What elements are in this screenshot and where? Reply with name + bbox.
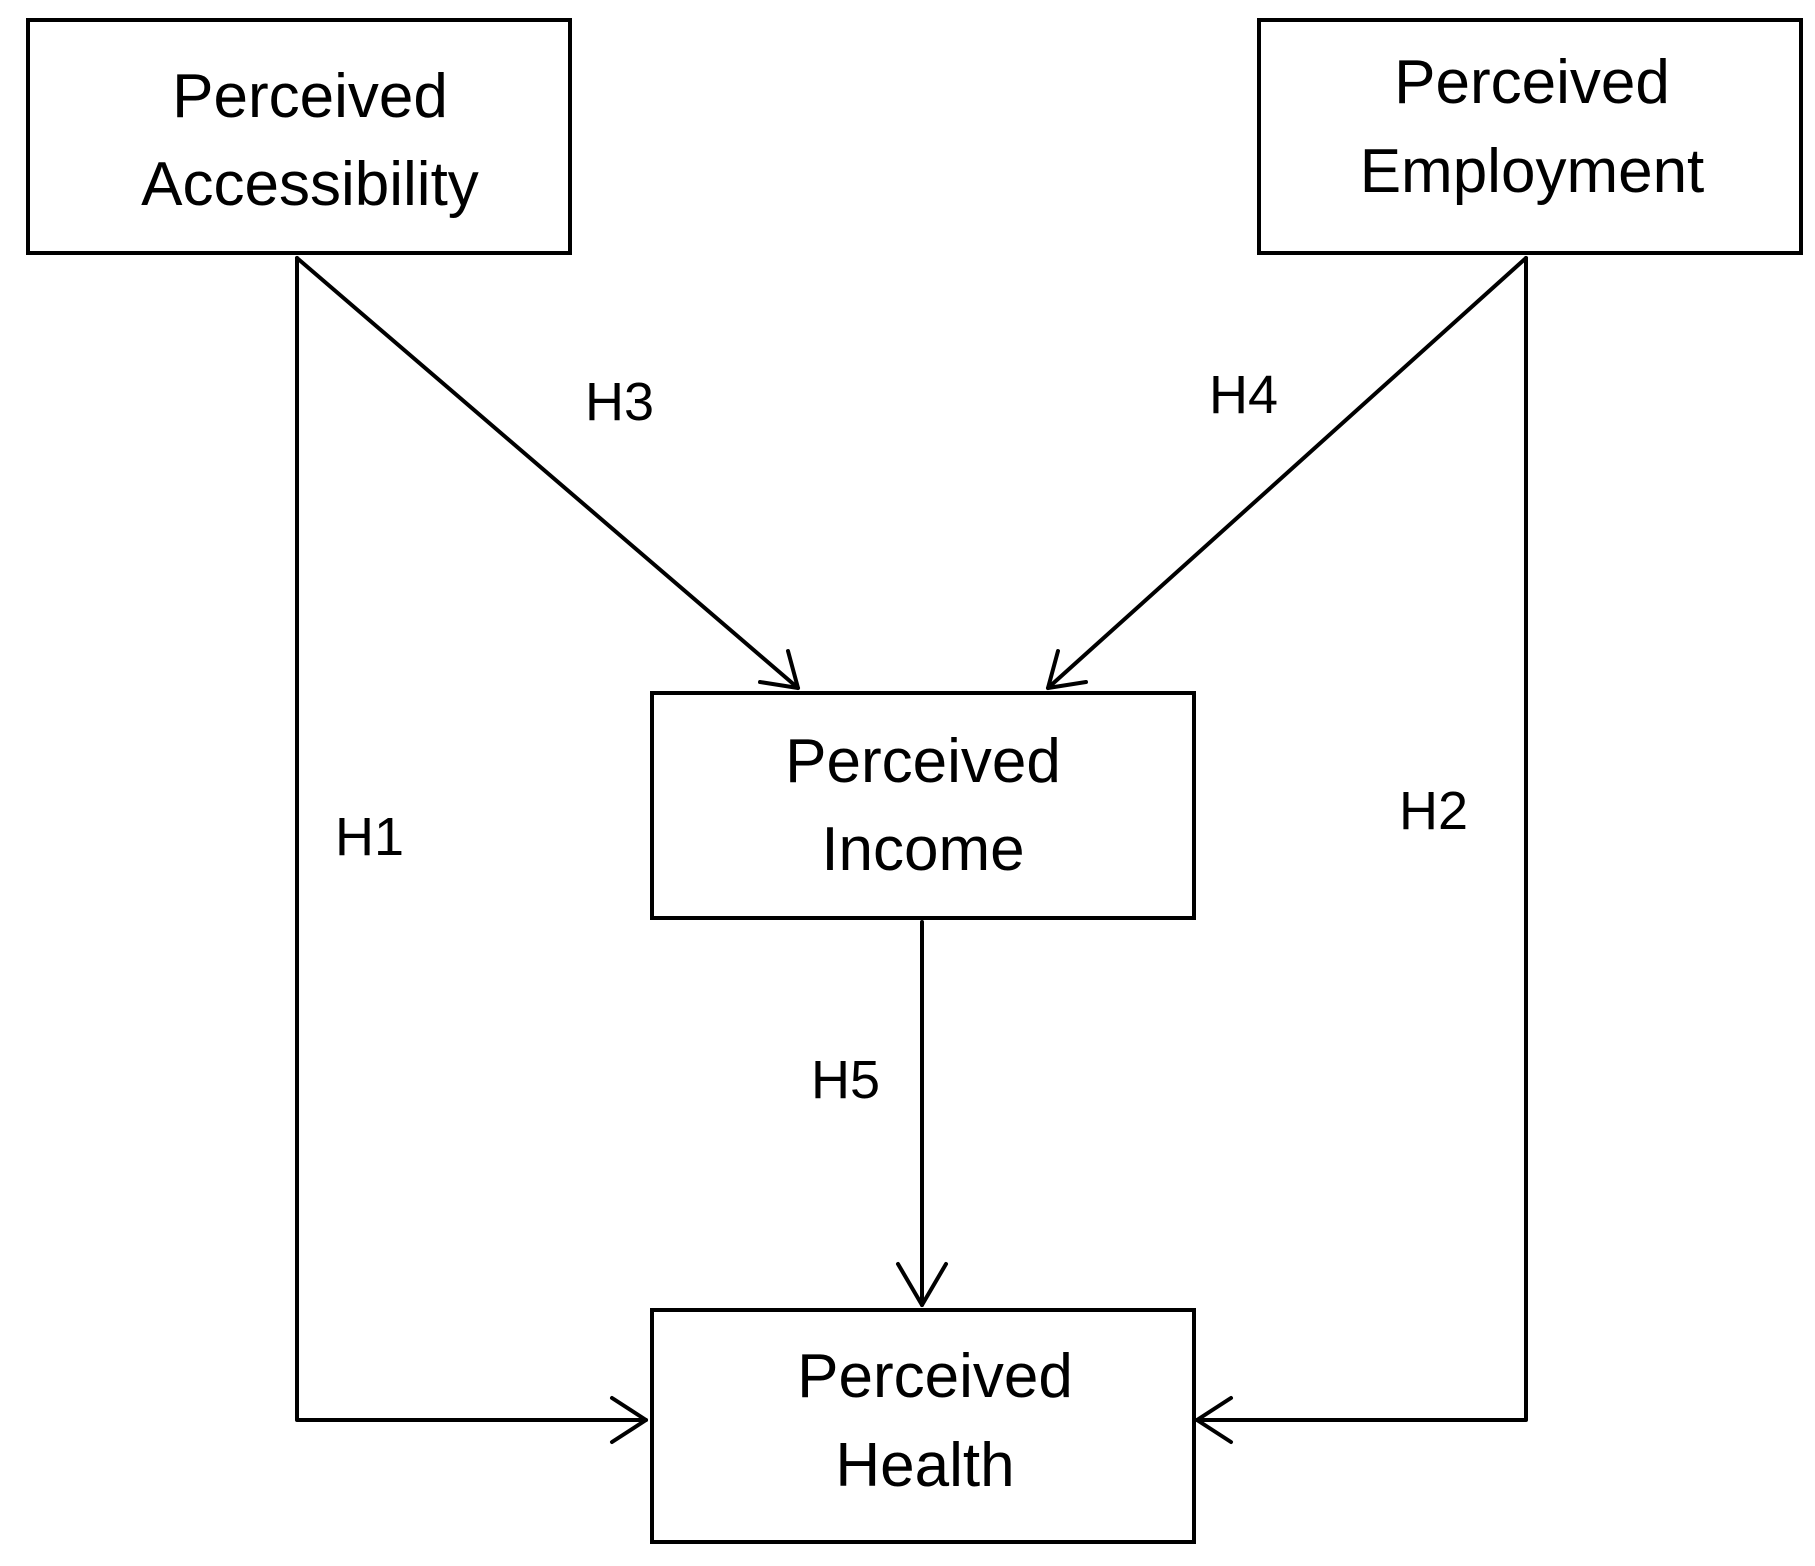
edge-label-h1: H1 (335, 807, 404, 867)
node-box (26, 18, 572, 255)
edges (295, 256, 1528, 1444)
node-perceived-accessibility: Perceived Accessibility (26, 18, 572, 255)
arrowhead-h3 (758, 649, 800, 690)
node-label-line2: Health (835, 1431, 1014, 1500)
edge-h3 (295, 256, 800, 690)
edge-h2 (1195, 256, 1528, 1422)
node-label-line1: Perceived (172, 62, 448, 131)
node-label-line2: Employment (1360, 137, 1705, 206)
node-label-line2: Accessibility (141, 150, 479, 219)
node-perceived-employment: Perceived Employment (1257, 18, 1803, 255)
node-box (650, 691, 1196, 920)
node-label-line1: Perceived (785, 727, 1061, 796)
node-perceived-income: Perceived Income (650, 691, 1196, 920)
node-box (1257, 18, 1803, 255)
arrowhead-h5 (896, 1262, 948, 1307)
arrowhead-h4 (1046, 649, 1088, 690)
edge-labels: H1 H2 H3 H4 H5 (335, 365, 1468, 1110)
arrowhead-h2 (1195, 1396, 1233, 1444)
arrowhead-h1 (610, 1396, 648, 1444)
edge-label-h4: H4 (1209, 365, 1278, 425)
edge-h1 (295, 256, 648, 1422)
edge-label-h3: H3 (585, 372, 654, 432)
edge-label-h2: H2 (1399, 781, 1468, 841)
edge-h4 (1046, 256, 1528, 690)
node-box (650, 1308, 1196, 1544)
node-label-line2: Income (821, 815, 1024, 884)
node-perceived-health: Perceived Health (650, 1308, 1196, 1544)
edge-label-h5: H5 (811, 1050, 880, 1110)
node-label-line1: Perceived (797, 1342, 1073, 1411)
node-label-line1: Perceived (1394, 48, 1670, 117)
